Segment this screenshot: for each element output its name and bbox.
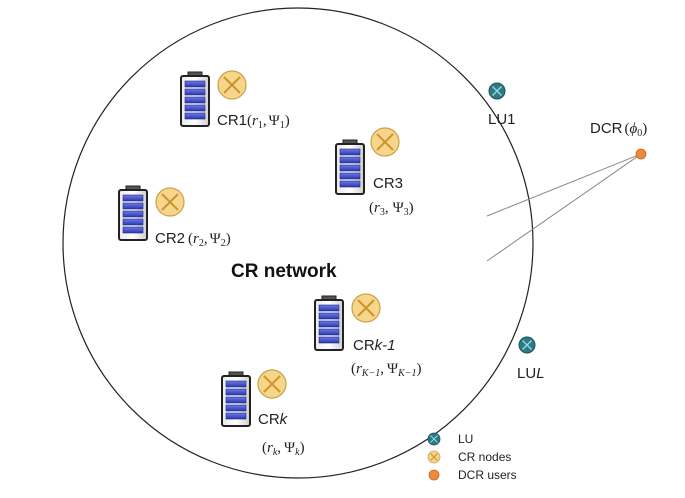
svg-text:(rK−1,ΨK−1): (rK−1,ΨK−1) bbox=[351, 361, 422, 379]
svg-text:LU: LU bbox=[458, 432, 473, 446]
svg-text:CR2(r2,Ψ2): CR2(r2,Ψ2) bbox=[155, 230, 231, 249]
svg-text:CR nodes: CR nodes bbox=[458, 450, 511, 464]
crk1-name: CRk-1 bbox=[353, 337, 396, 354]
cr1-name: CR1 bbox=[217, 112, 247, 129]
svg-text:(rk,Ψk): (rk,Ψk) bbox=[262, 440, 305, 458]
crk1-node: CRk-1 (rK−1,ΨK−1) bbox=[314, 293, 422, 379]
legend: LU CR nodes DCR users bbox=[427, 432, 517, 482]
lu1-node: LU1 bbox=[488, 82, 516, 128]
cr3-name: CR3 bbox=[373, 175, 403, 192]
cr1-node: CR1(r1,Ψ1) bbox=[180, 70, 290, 131]
dcr-node: DCR(ϕ0) bbox=[590, 120, 647, 160]
battery-icon bbox=[118, 185, 148, 241]
lul-node: LUL bbox=[517, 336, 545, 382]
svg-text:DCR(ϕ0): DCR(ϕ0) bbox=[590, 120, 647, 139]
dcr-link-lower bbox=[486, 153, 642, 262]
battery-icon bbox=[180, 71, 210, 127]
battery-icon bbox=[335, 139, 365, 195]
cr3-node: CR3 (r3,Ψ3) bbox=[335, 127, 414, 218]
crk-node: CRk (rk,Ψk) bbox=[221, 369, 305, 458]
dcr-user-icon bbox=[635, 148, 647, 160]
cr-node-icon bbox=[351, 293, 381, 323]
legend-item-cr-nodes: CR nodes bbox=[427, 450, 511, 464]
crk-name: CRk bbox=[258, 411, 289, 428]
lul-label: LUL bbox=[517, 365, 545, 382]
cr-node-icon bbox=[217, 70, 247, 100]
dcr-link-upper bbox=[486, 153, 642, 217]
legend-item-dcr-users: DCR users bbox=[428, 468, 517, 482]
battery-icon bbox=[221, 371, 251, 427]
svg-text:DCR users: DCR users bbox=[458, 468, 517, 482]
dcr-user-icon bbox=[428, 469, 440, 481]
lu-icon bbox=[488, 82, 506, 100]
cr-node-icon bbox=[370, 127, 400, 157]
battery-icon bbox=[314, 295, 344, 351]
svg-text:CR1(r1,Ψ1): CR1(r1,Ψ1) bbox=[217, 112, 290, 131]
lu-icon bbox=[518, 336, 536, 354]
legend-item-lu: LU bbox=[427, 432, 473, 446]
cr-node-icon bbox=[257, 369, 287, 399]
svg-text:(r3,Ψ3): (r3,Ψ3) bbox=[369, 200, 414, 218]
cr2-node: CR2(r2,Ψ2) bbox=[118, 185, 231, 249]
network-label: CR network bbox=[231, 261, 337, 282]
cr2-name: CR2 bbox=[155, 230, 185, 247]
dcr-label: DCR bbox=[590, 120, 623, 137]
lu1-label: LU1 bbox=[488, 111, 516, 128]
cr-node-icon bbox=[155, 187, 185, 217]
cr-network-boundary bbox=[62, 7, 534, 479]
